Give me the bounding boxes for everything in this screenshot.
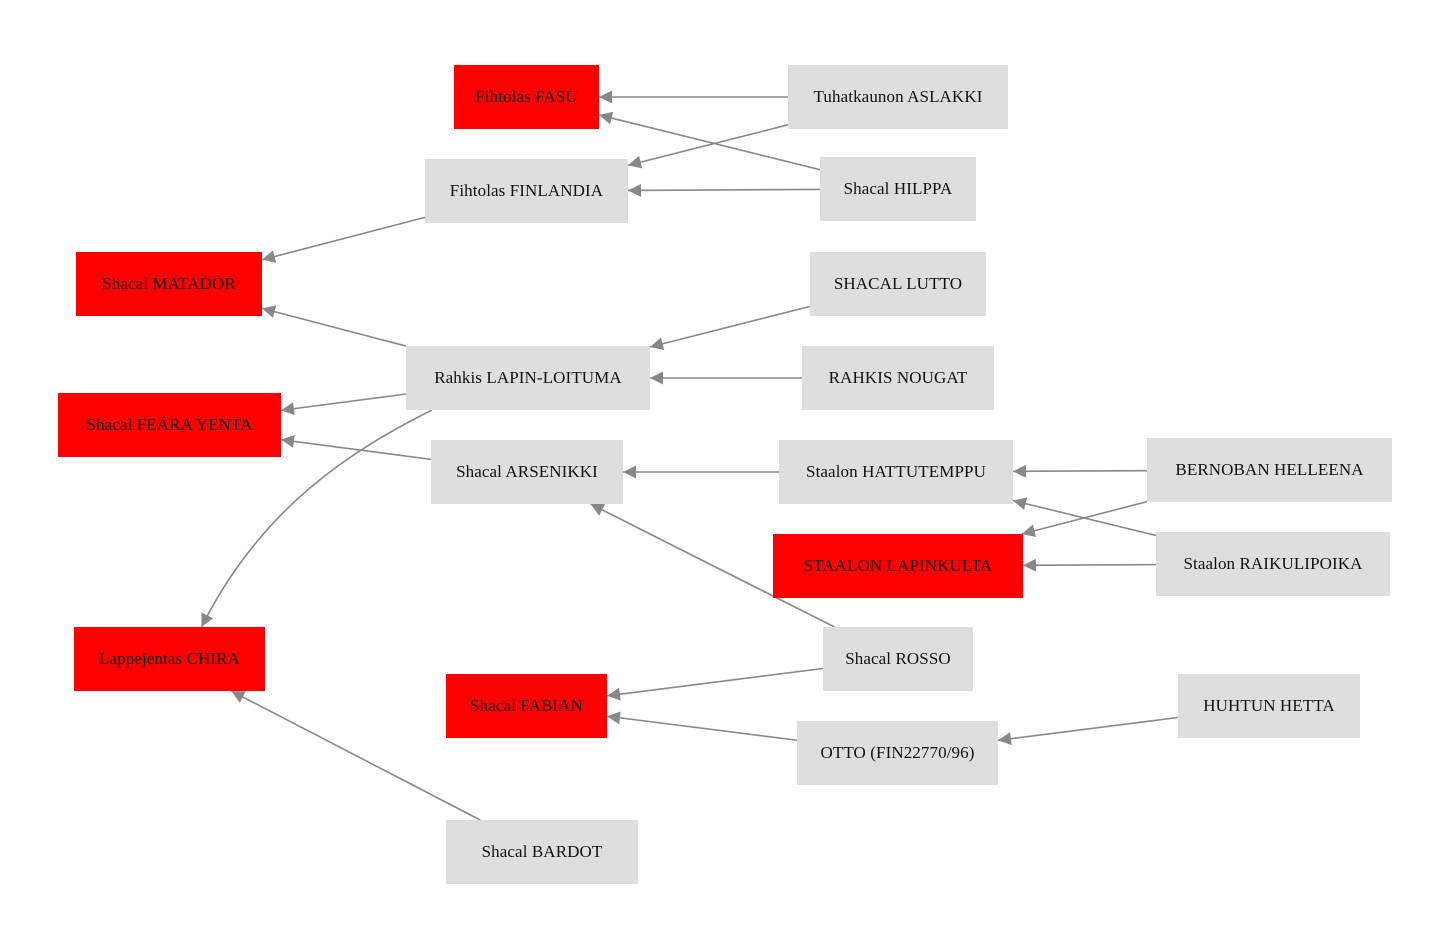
node-staalon-lapinkulta[interactable]: STAALON LAPINKULTA [773,534,1023,598]
edge-bardot-to-chira [230,690,481,821]
edge-lapin-to-matador [261,305,407,347]
node-shacal-lutto[interactable]: SHACAL LUTTO [810,252,986,316]
edge-hilppa-to-finlandia [627,183,821,197]
node-rahkis-nougat[interactable]: RAHKIS NOUGAT [802,346,994,410]
node-label: Tuhatkaunon ASLAKKI [813,87,983,106]
node-shacal-hilppa[interactable]: Shacal HILPPA [820,157,976,221]
node-label: Fihtolas FASU [475,87,578,106]
node-label: Rahkis LAPIN-LOITUMA [434,368,622,387]
edge-otto-to-fabian [606,711,798,742]
node-shacal-fabian[interactable]: Shacal FABIAN [446,674,607,738]
edge-arsenikki-to-feara [280,434,432,461]
node-label: Fihtolas FINLANDIA [449,181,604,200]
node-shacal-matador[interactable]: Shacal MATADOR [76,252,262,316]
node-label: BERNOBAN HELLEENA [1175,460,1364,479]
node-staalon-hattutemppu[interactable]: Staalon HATTUTEMPPU [779,440,1013,504]
edge-finlandia-to-matador [261,216,426,263]
node-otto-fin22770-96[interactable]: OTTO (FIN22770/96) [797,721,998,785]
edge-rosso-to-fabian [606,667,824,701]
edge-lapin-to-chira [200,409,433,628]
node-label: Shacal ROSSO [845,649,951,668]
node-huhtun-hetta[interactable]: HUHTUN HETTA [1178,674,1360,738]
edge-lapin-to-feara [280,393,407,416]
node-label: Shacal MATADOR [102,274,236,293]
node-label: Staalon RAIKULIPOIKA [1183,554,1363,573]
node-shacal-rosso[interactable]: Shacal ROSSO [823,627,973,691]
node-label: RAHKIS NOUGAT [828,368,968,387]
node-label: Shacal HILPPA [843,179,953,198]
node-lappejentas-chira[interactable]: Lappejentas CHIRA [74,627,265,691]
edge-raikuli-to-lapinkulta [1022,558,1157,572]
node-label: Shacal BARDOT [481,842,603,861]
node-label: Shacal FEÄRA YENTA [86,415,253,434]
edge-bernoban-to-hattu [1012,464,1148,478]
node-shacal-bardot[interactable]: Shacal BARDOT [446,820,638,884]
edge-hetta-to-otto [997,716,1179,746]
node-fihtolas-fasu[interactable]: Fihtolas FASU [454,65,599,129]
node-label: Staalon HATTUTEMPPU [806,462,986,481]
node-staalon-raikulipoika[interactable]: Staalon RAIKULIPOIKA [1156,532,1390,596]
node-tuhatkaunon-aslakki[interactable]: Tuhatkaunon ASLAKKI [788,65,1008,129]
node-label: HUHTUN HETTA [1203,696,1335,715]
node-shacal-arsenikki[interactable]: Shacal ARSENIKKI [431,440,623,504]
node-label: STAALON LAPINKULTA [803,556,993,575]
edge-aslakki-to-finlandia [627,124,789,169]
node-rahkis-lapin-loituma[interactable]: Rahkis LAPIN-LOITUMA [406,346,650,410]
node-label: Shacal ARSENIKKI [456,462,598,481]
edge-lutto-to-lapin [649,305,811,351]
edge-hilppa-to-fasu [598,111,821,171]
node-label: OTTO (FIN22770/96) [820,743,975,762]
edge-raikuli-to-hattu [1012,497,1157,537]
node-fihtolas-finlandia[interactable]: Fihtolas FINLANDIA [425,159,628,223]
node-shacal-feara-yenta[interactable]: Shacal FEÄRA YENTA [58,393,281,457]
edge-rosso-to-arsenikki [590,503,835,628]
node-label: Lappejentas CHIRA [99,649,240,668]
node-label: SHACAL LUTTO [833,274,963,293]
node-bernoban-helleena[interactable]: BERNOBAN HELLEENA [1147,438,1392,502]
node-label: Shacal FABIAN [470,696,583,715]
